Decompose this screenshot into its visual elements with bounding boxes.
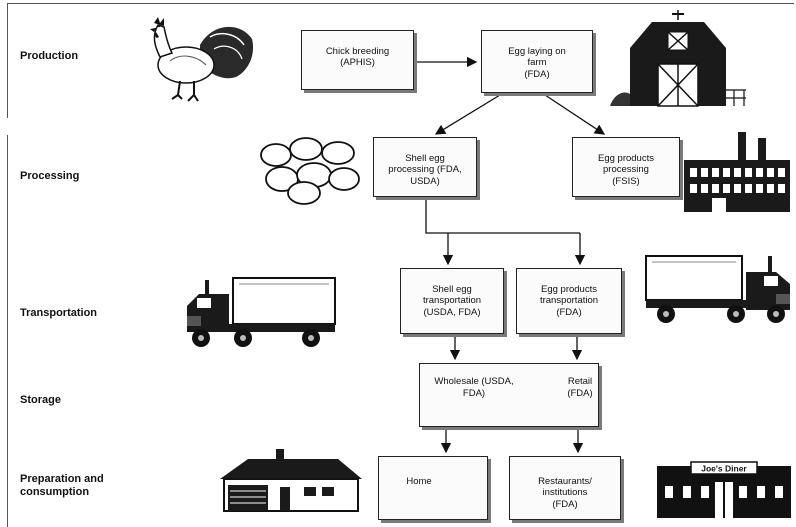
restaurants-label: Restaurants/ institutions (FDA) (538, 475, 592, 510)
diner-sign: Joe's Diner (701, 464, 747, 474)
egg-laying-label: Egg laying on farm (FDA) (508, 45, 566, 80)
stage-transportation: Transportation (20, 307, 98, 319)
stage-processing: Processing (20, 170, 80, 182)
top-rule (7, 3, 794, 4)
eggs-icon (260, 137, 360, 205)
arrow-laying-to-shell (434, 94, 501, 135)
barn-icon (610, 10, 746, 107)
egg-products-transportation-label: Egg products transportation (FDA) (539, 283, 599, 318)
diner-icon: Joe's Diner (657, 461, 791, 518)
shell-egg-transportation-label: Shell egg transportation (USDA, FDA) (422, 283, 482, 318)
wholesale-label: Wholesale (USDA, FDA) (434, 376, 514, 399)
house-icon (220, 449, 362, 512)
shell-egg-processing-label: Shell egg processing (FDA, USDA) (388, 152, 462, 187)
left-rule-lower (7, 135, 8, 527)
arrow-laying-to-products (544, 94, 606, 135)
chick-breeding-label: Chick breeding (APHIS) (325, 45, 390, 69)
stage-storage: Storage (20, 394, 61, 406)
shell-egg-processing-box: Shell egg processing (FDA, USDA) (373, 137, 477, 197)
stage-preparation: Preparation and consumption (20, 473, 104, 498)
left-rule-upper (7, 3, 8, 118)
egg-laying-box: Egg laying on farm (FDA) (481, 30, 593, 93)
shell-egg-transportation-box: Shell egg transportation (USDA, FDA) (400, 268, 504, 334)
home-label: Home (406, 475, 432, 487)
home-box: Home (378, 456, 488, 520)
egg-products-processing-label: Egg products processing (FSIS) (598, 152, 654, 187)
factory-icon (684, 132, 790, 212)
connector-processing-down (425, 195, 580, 234)
egg-products-transportation-box: Egg products transportation (FDA) (516, 268, 622, 334)
chick-breeding-box: Chick breeding (APHIS) (301, 30, 414, 90)
truck-left-icon (187, 277, 336, 347)
rooster-icon (150, 17, 254, 102)
retail-label: Retail (FDA) (567, 376, 593, 399)
restaurants-box: Restaurants/ institutions (FDA) (509, 456, 621, 520)
storage-box: Wholesale (USDA, FDA) Retail (FDA) (419, 363, 599, 427)
stage-production: Production (20, 50, 79, 62)
egg-products-processing-box: Egg products processing (FSIS) (572, 137, 680, 197)
truck-right-icon (645, 255, 790, 323)
